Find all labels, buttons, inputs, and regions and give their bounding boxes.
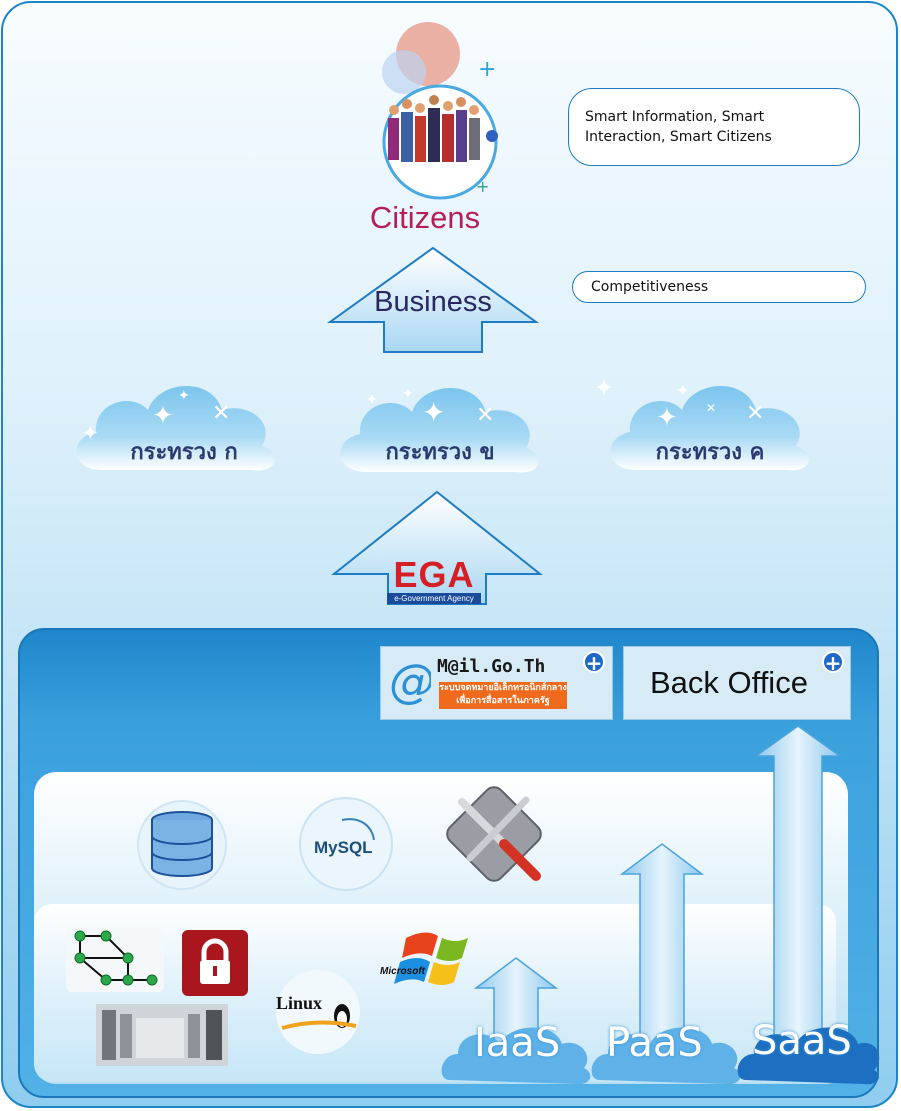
at-sign-icon: @ bbox=[389, 654, 431, 708]
svg-text:✦: ✦ bbox=[422, 396, 445, 429]
service-clouds bbox=[441, 1027, 880, 1085]
backoffice-plus-icon: + bbox=[822, 651, 844, 674]
svg-text:✕: ✕ bbox=[212, 401, 230, 426]
svg-text:✦: ✦ bbox=[366, 392, 378, 408]
linux-label: Linux bbox=[276, 993, 323, 1013]
competitiveness-note: Competitiveness bbox=[572, 271, 866, 303]
server-room-icon bbox=[96, 1004, 228, 1066]
business-label: Business bbox=[374, 286, 492, 318]
network-icon bbox=[66, 928, 164, 992]
service-layer-arrows bbox=[473, 726, 843, 1047]
backoffice-label: Back Office bbox=[650, 665, 808, 700]
iaas-label: IaaS bbox=[474, 1020, 561, 1066]
mail-plus-icon: + bbox=[583, 651, 605, 674]
linux-icon bbox=[276, 970, 360, 1054]
mysql-icon bbox=[299, 797, 393, 891]
ministry-cloud-3: ✕ ✦ ✦ ✕ ✦ bbox=[596, 374, 809, 471]
microsoft-icon bbox=[394, 932, 468, 985]
tools-icon bbox=[446, 786, 542, 882]
ega-logo-subtitle: e-Government Agency bbox=[387, 593, 481, 604]
citizens-icon: + + bbox=[382, 22, 498, 200]
saas-label: SaaS bbox=[752, 1018, 852, 1064]
svg-text:✦: ✦ bbox=[656, 403, 678, 433]
ministry-label-1: กระทรวง ก bbox=[130, 440, 238, 465]
database-icon bbox=[137, 800, 227, 890]
svg-text:+: + bbox=[476, 177, 489, 196]
backoffice-box: Back Office + bbox=[623, 646, 851, 720]
ega-arrow bbox=[331, 490, 543, 605]
svg-text:+: + bbox=[478, 57, 496, 82]
mysql-label: MySQL bbox=[314, 838, 373, 857]
business-arrow bbox=[326, 246, 540, 353]
ministry-label-2: กระทรวง ข bbox=[385, 440, 495, 465]
ega-logo-text: EGA bbox=[393, 554, 475, 595]
mail-service-box: @ M@il.Go.Th ระบบจดหมายอิเล็กทรอนิกส์กลา… bbox=[380, 646, 613, 720]
svg-text:✦: ✦ bbox=[152, 401, 174, 431]
lock-icon bbox=[182, 930, 248, 996]
mail-service-subtitle: ระบบจดหมายอิเล็กทรอนิกส์กลาง เพื่อการสื่… bbox=[439, 682, 567, 709]
paas-label: PaaS bbox=[606, 1020, 703, 1066]
svg-text:✦: ✦ bbox=[676, 381, 689, 400]
smart-note: Smart Information, Smart Interaction, Sm… bbox=[568, 88, 860, 166]
svg-text:✦: ✦ bbox=[402, 386, 414, 402]
microsoft-label: Microsoft bbox=[380, 966, 425, 977]
svg-text:✦: ✦ bbox=[178, 388, 190, 404]
citizens-label: Citizens bbox=[369, 200, 481, 235]
ega-logo: EGA e-Government Agency bbox=[385, 554, 483, 604]
ministry-cloud-1: ✕ ✦ ✦ ✦ bbox=[76, 385, 275, 471]
svg-text:✕: ✕ bbox=[706, 401, 716, 415]
ministry-label-3: กระทรวง ค bbox=[655, 440, 765, 465]
ministry-cloud-2: ✕ ✦ ✦ ✦ bbox=[340, 386, 539, 473]
mail-service-title: M@il.Go.Th bbox=[437, 656, 546, 677]
svg-text:✦: ✦ bbox=[82, 421, 99, 445]
svg-text:@: @ bbox=[389, 654, 431, 708]
svg-text:✦: ✦ bbox=[596, 374, 614, 402]
svg-text:✕: ✕ bbox=[476, 403, 494, 428]
svg-text:✕: ✕ bbox=[746, 401, 764, 426]
